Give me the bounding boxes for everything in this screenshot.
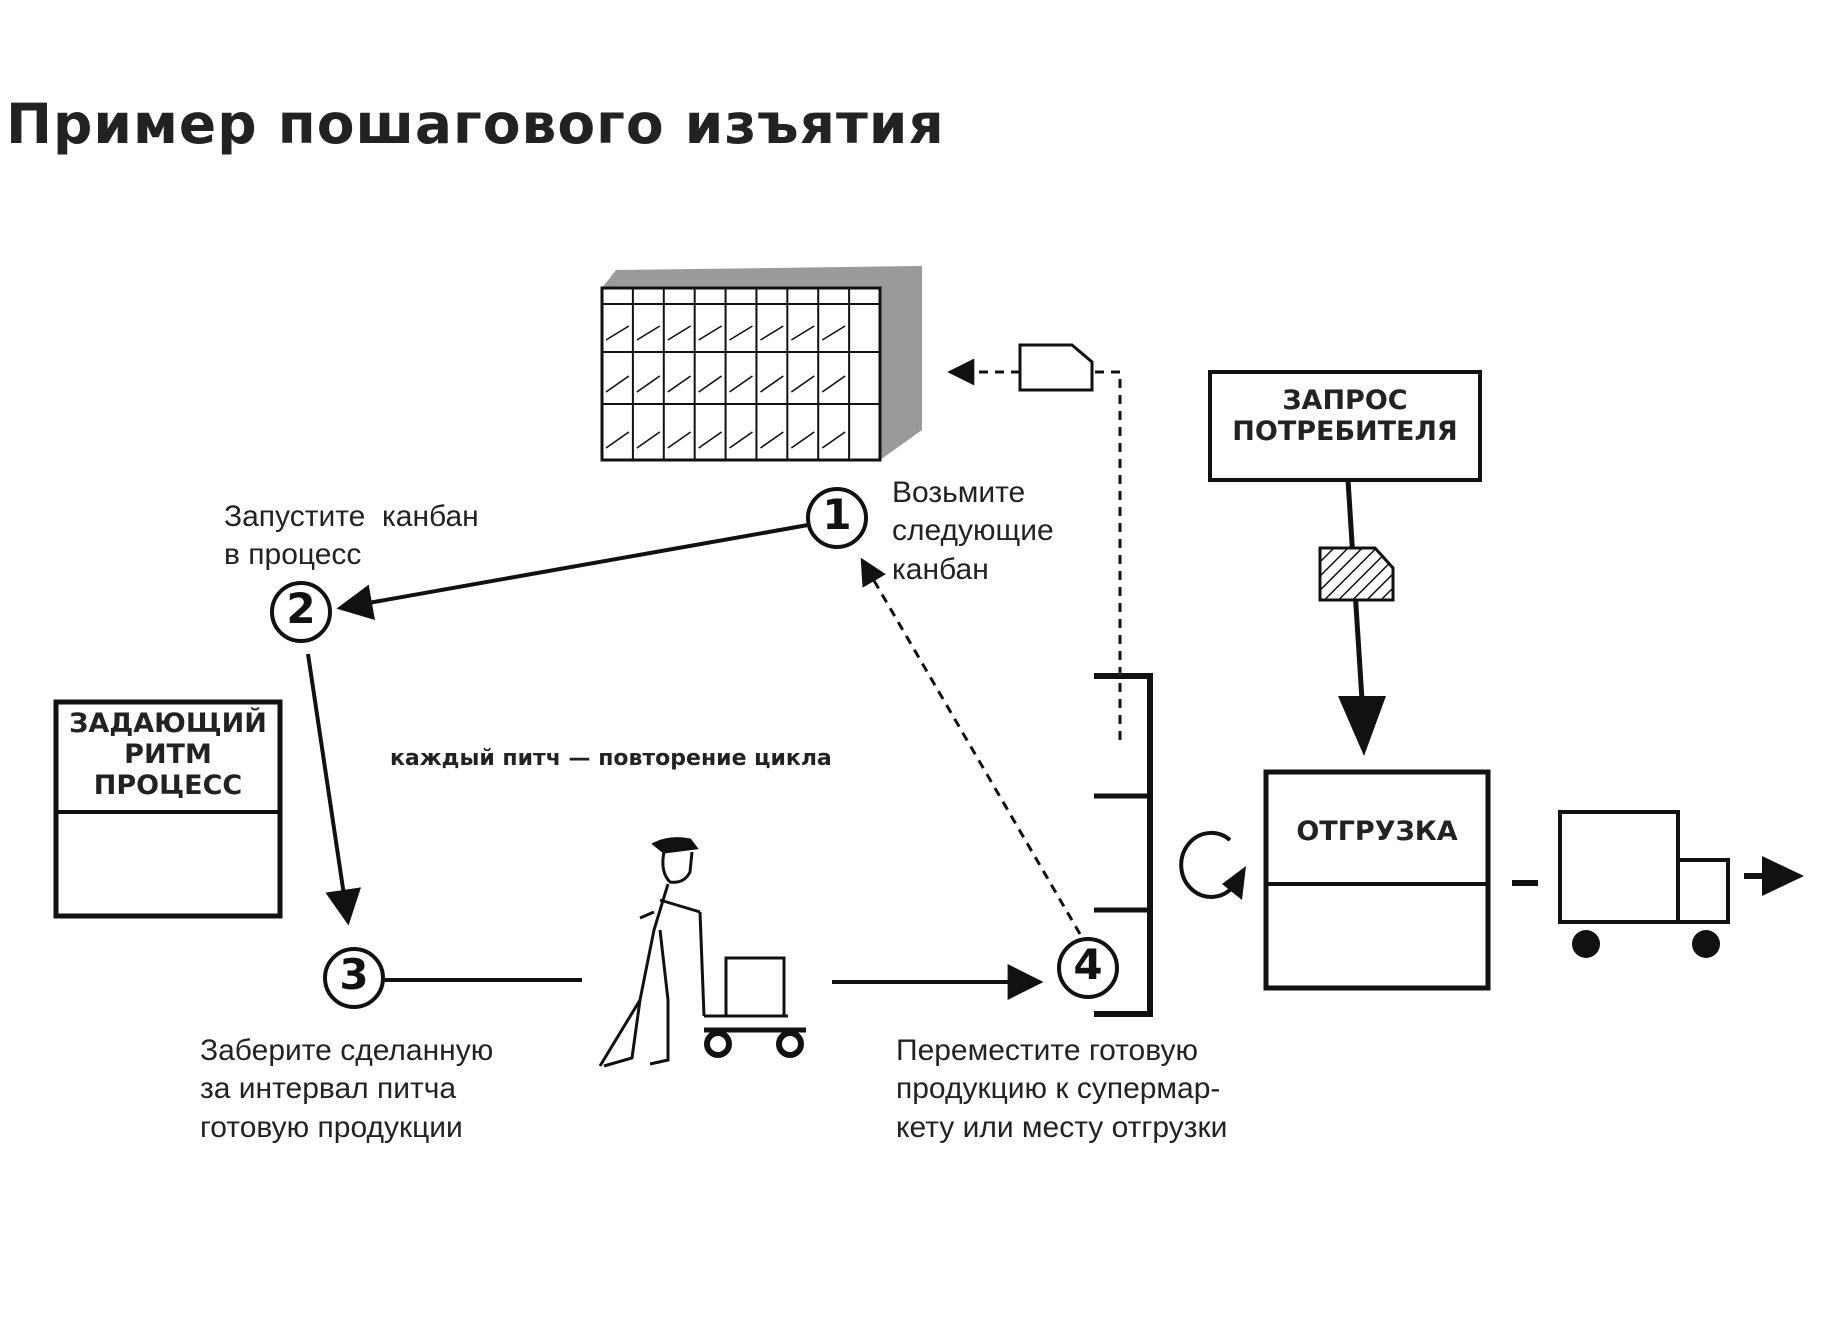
page-title: Пример пошагового изъятия: [6, 92, 945, 156]
shipping-box: [1263, 769, 1491, 991]
truck-icon: [1512, 810, 1804, 958]
pacemaker-process-box: [53, 699, 283, 919]
step-3-note: Заберите сделанную за интервал питча гот…: [200, 1034, 494, 1144]
step-4-number: 4: [1073, 940, 1103, 989]
step-1-circle: [806, 487, 868, 549]
flow-arrows: [306, 523, 1082, 1000]
heijunka-box-icon: [600, 266, 922, 462]
arrow-1-to-2: [336, 523, 809, 621]
pacemaker-label: ЗАДАЮЩИЙ РИТМ ПРОЦЕСС: [69, 708, 267, 802]
arrow-2-to-3: [306, 653, 362, 926]
step-2-number: 2: [286, 584, 316, 633]
step-2-circle: [270, 581, 332, 643]
cycle-note: каждый питч — повторение цикла: [390, 746, 832, 771]
kanban-card-icon: [1018, 343, 1094, 392]
step-1-note: Возьмите следующие канбан: [892, 476, 1054, 586]
step-4-circle: [1057, 937, 1119, 999]
kanban-return-path: [947, 343, 1122, 740]
customer-request-box: [1208, 370, 1482, 482]
shipping-label: ОТГРУЗКА: [1296, 816, 1458, 847]
withdrawal-kanban-icon: [1318, 546, 1395, 602]
step-2-note: Запустите канбан в процесс: [224, 500, 479, 572]
supermarket-shelf-icon: [1094, 673, 1153, 1017]
step-3-number: 3: [339, 950, 369, 999]
step-circles: [270, 487, 1119, 1009]
step-3-circle: [323, 947, 385, 1009]
step-4-note: Переместите готовую продукцию к супермар…: [896, 1034, 1228, 1144]
operator-with-cart-icon: [598, 837, 806, 1068]
arrow-4-to-1: [860, 557, 1082, 935]
cycle-arrow-icon: [1179, 830, 1246, 900]
customer-request-arrow: [1318, 479, 1395, 756]
step-1-number: 1: [822, 490, 852, 539]
customer-request-label: ЗАПРОС ПОТРЕБИТЕЛЯ: [1232, 385, 1458, 448]
